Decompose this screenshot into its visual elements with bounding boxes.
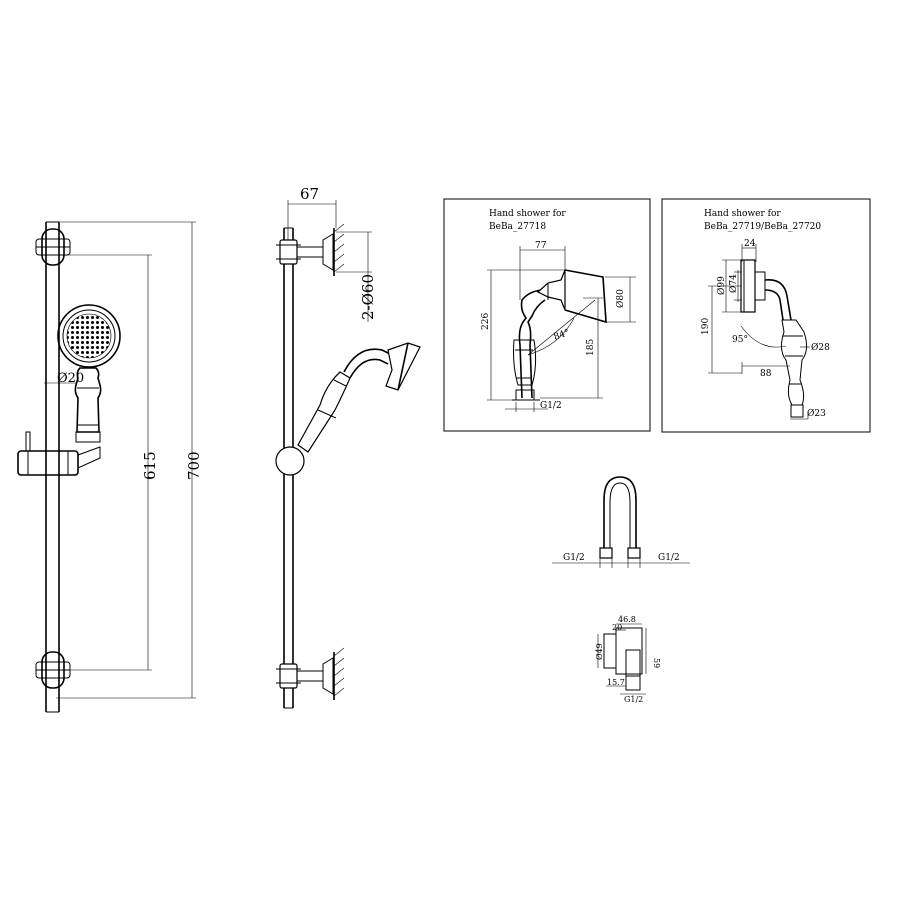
panel-left: Hand shower for BeBa_27718 77 Ø80 226 <box>443 198 651 432</box>
dim-elbow-thread: G1/2 <box>624 695 643 704</box>
panel-left-title-1: Hand shower for <box>489 209 566 219</box>
top-bracket <box>35 228 71 266</box>
panel-right-title-1: Hand shower for <box>704 209 781 219</box>
slider-holder <box>17 431 101 476</box>
dim-right-height: 190 <box>701 318 711 335</box>
wall-elbow: 46.8 20 Ø49 59 15.7 G1/2 <box>595 615 661 704</box>
side-holder <box>275 446 305 476</box>
dim-height-inner: 615 <box>141 451 159 480</box>
dim-700-line <box>56 221 196 699</box>
dim-wall-flange: 2-Ø60 <box>359 274 377 320</box>
dim-elbow-flange: Ø49 <box>595 643 604 660</box>
panel-left-shower <box>512 269 607 401</box>
dim-615-line <box>64 254 152 671</box>
dim-hose-thread-right: G1/2 <box>658 553 680 563</box>
dim-right-width: 24 <box>744 239 756 249</box>
shower-handle-front <box>74 367 102 443</box>
hose: G1/2 G1/2 <box>552 476 690 568</box>
panel-right-title-2: BeBa_27719/BeBa_27720 <box>704 222 821 232</box>
dim-elbow-width: 46.8 <box>618 615 636 624</box>
dim-elbow-offset: 15.7 <box>607 678 625 687</box>
dim-elbow-height: 59 <box>652 658 661 668</box>
dim-left-head: Ø80 <box>615 289 626 308</box>
dim-right-bottom: Ø23 <box>807 408 826 419</box>
panel-right: Hand shower for BeBa_27719/BeBa_27720 24… <box>661 198 871 433</box>
dim-hose-diameter: Ø20 <box>57 371 84 386</box>
dim-height-total: 700 <box>185 451 203 480</box>
dim-right-outer: Ø99 <box>716 276 727 295</box>
side-shower <box>297 342 421 453</box>
dim-right-reach: 88 <box>760 369 772 379</box>
side-top-bracket <box>276 223 345 276</box>
dim-projection: 67 <box>300 185 319 203</box>
side-bottom-bracket <box>276 647 345 700</box>
dim-left-total: 226 <box>481 313 491 330</box>
dim-left-body: 185 <box>586 339 596 356</box>
front-view: Ø20 615 700 <box>17 221 203 713</box>
panel-right-shower <box>740 259 808 418</box>
slide-rail <box>45 221 60 713</box>
dim-left-thread: G1/2 <box>540 401 562 411</box>
dim-left-angle: 84° <box>553 328 571 343</box>
side-view: 67 2-Ø60 <box>275 185 421 709</box>
dim-right-angle: 95° <box>732 335 748 345</box>
dim-right-handle: Ø28 <box>811 342 830 353</box>
shower-head-front <box>57 304 121 368</box>
dim-elbow-inner: 20 <box>612 623 622 632</box>
dim-left-width: 77 <box>535 241 547 251</box>
dim-hose-thread-left: G1/2 <box>563 553 585 563</box>
dim-right-inner: Ø74 <box>728 274 739 293</box>
panel-left-title-2: BeBa_27718 <box>489 222 546 232</box>
